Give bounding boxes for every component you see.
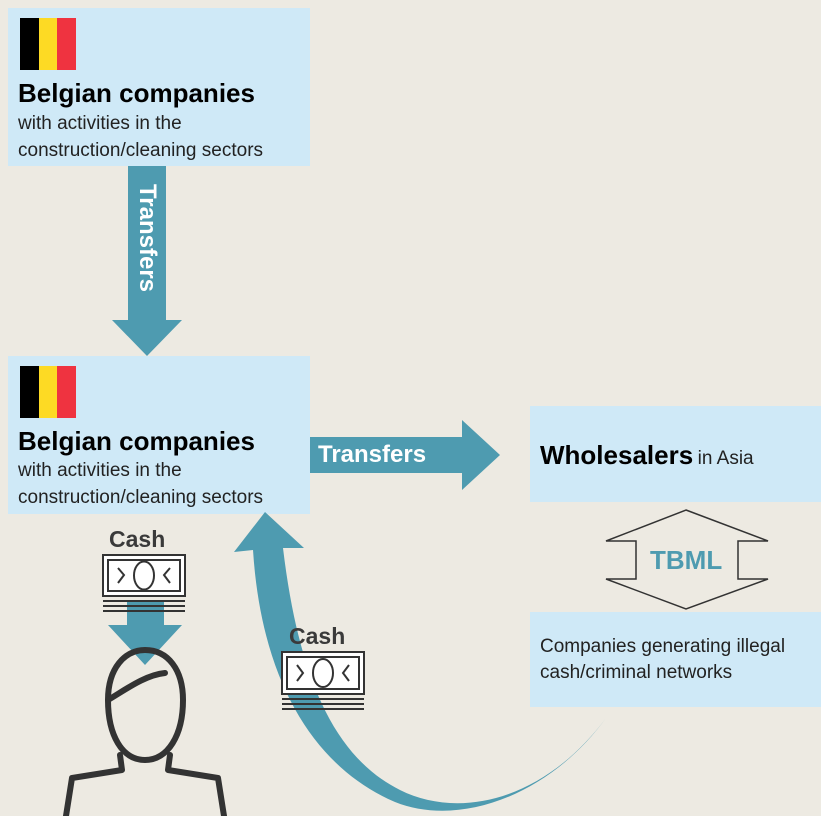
tbml-label: TBML — [650, 545, 723, 575]
double-arrow-icon — [605, 509, 769, 610]
top-box-title: Belgian companies — [18, 78, 255, 108]
horizontal-transfer-arrow — [310, 420, 500, 490]
middle-box-title: Belgian companies — [18, 426, 255, 456]
criminal-box-line2: cash/criminal networks — [540, 662, 733, 683]
middle-belgian-companies-box: Belgian companies with activities in the… — [8, 356, 310, 514]
wholesalers-rest: in Asia — [697, 448, 754, 469]
cash-down-arrow — [108, 600, 182, 665]
wholesalers-bold: Wholesalers — [540, 440, 694, 470]
cash-label-left: Cash — [109, 526, 166, 552]
criminal-box-line1: Companies generating illegal — [540, 636, 786, 657]
criminal-networks-box: Companies generating illegal cash/crimin… — [530, 612, 821, 707]
middle-box-line2: construction/cleaning sectors — [18, 487, 264, 508]
wholesalers-title: Wholesalers in Asia — [540, 440, 754, 471]
belgian-flag-icon — [20, 18, 77, 70]
top-box-line1: with activities in the — [18, 113, 182, 134]
wholesalers-box: Wholesalers in Asia — [530, 406, 821, 502]
horizontal-transfers-label: Transfers — [318, 441, 427, 468]
cash-label-right: Cash — [289, 623, 346, 649]
cash-return-arrow — [234, 512, 606, 811]
person-icon — [63, 647, 227, 816]
vertical-transfer-arrow — [112, 166, 182, 356]
top-box-line2: construction/cleaning sectors — [18, 140, 264, 161]
banknote-icon — [102, 554, 186, 612]
middle-box-line1: with activities in the — [18, 460, 182, 481]
belgian-flag-icon — [20, 366, 77, 418]
vertical-transfers-label: Transfers — [134, 183, 161, 293]
banknote-icon — [281, 651, 365, 710]
top-belgian-companies-box: Belgian companies with activities in the… — [8, 8, 310, 166]
